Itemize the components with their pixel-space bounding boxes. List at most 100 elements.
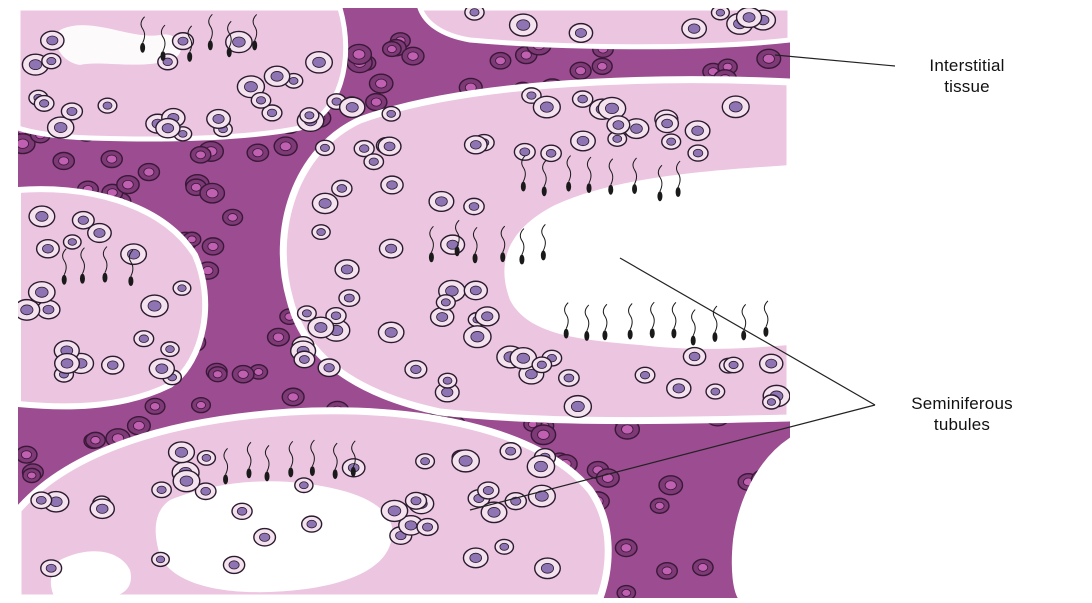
cell-icon <box>192 398 211 413</box>
cell-icon <box>402 47 424 65</box>
cell-icon <box>378 322 403 342</box>
cell-icon <box>134 331 154 347</box>
cell-icon <box>340 97 365 117</box>
cell-icon <box>514 144 535 161</box>
interstitial-tissue-label: Interstitial tissue <box>892 55 1042 97</box>
cell-icon <box>308 317 334 338</box>
cell-icon <box>436 295 455 310</box>
cell-icon <box>757 49 781 68</box>
cell-icon <box>223 209 243 225</box>
cell-icon <box>559 370 579 386</box>
cell-icon <box>369 74 392 93</box>
cell-icon <box>607 116 630 134</box>
cell-icon <box>268 328 290 345</box>
cell-icon <box>535 558 561 578</box>
cell-icon <box>14 300 40 321</box>
cell-icon <box>41 560 62 577</box>
cell-icon <box>662 134 681 149</box>
cell-icon <box>573 91 593 107</box>
cell-icon <box>615 539 637 556</box>
cell-icon <box>441 235 465 254</box>
cell-icon <box>656 114 679 132</box>
cell-icon <box>31 492 52 508</box>
cell-icon <box>41 31 64 50</box>
cell-icon <box>382 107 400 121</box>
cell-icon <box>406 492 427 509</box>
cell-icon <box>332 180 352 196</box>
cell-icon <box>475 307 499 326</box>
cell-icon <box>381 500 407 521</box>
cell-icon <box>617 586 635 598</box>
cell-icon <box>667 379 691 398</box>
cell-icon <box>138 164 159 181</box>
cell-icon <box>417 519 438 536</box>
cell-icon <box>247 144 268 161</box>
cell-icon <box>533 96 560 117</box>
cell-icon <box>478 482 499 499</box>
cell-icon <box>405 361 427 378</box>
cell-icon <box>300 108 319 123</box>
cell-icon <box>381 176 403 194</box>
cell-icon <box>688 145 708 161</box>
cell-icon <box>438 373 456 388</box>
cell-icon <box>149 359 174 379</box>
cell-icon <box>490 53 511 69</box>
cell-icon <box>102 356 124 374</box>
seminiferous-label-line2: tubules <box>872 414 1052 435</box>
cell-icon <box>463 548 488 568</box>
cell-icon <box>495 539 513 554</box>
cell-icon <box>505 493 526 510</box>
cell-icon <box>571 131 596 151</box>
cell-icon <box>500 443 521 460</box>
cell-icon <box>145 398 165 414</box>
cell-icon <box>53 152 74 169</box>
cell-icon <box>683 348 705 366</box>
cell-icon <box>339 290 360 307</box>
cell-icon <box>223 556 244 573</box>
cell-icon <box>90 499 114 518</box>
cell-icon <box>531 425 555 444</box>
cell-icon <box>481 502 507 522</box>
cell-icon <box>429 192 454 212</box>
cell-icon <box>251 93 270 109</box>
cell-icon <box>682 19 706 39</box>
interstitial-label-line2: tissue <box>892 76 1042 97</box>
cell-icon <box>335 260 359 279</box>
cell-icon <box>208 367 227 382</box>
cell-icon <box>711 6 729 20</box>
cell-icon <box>416 454 435 469</box>
cell-icon <box>173 281 191 295</box>
cell-icon <box>383 42 401 57</box>
leader-line-interstitial <box>775 55 895 66</box>
cell-icon <box>274 137 297 155</box>
cell-icon <box>141 295 168 317</box>
seminiferous-label-line1: Seminiferous <box>872 393 1052 414</box>
cell-icon <box>207 110 231 129</box>
cell-icon <box>706 384 725 399</box>
cell-icon <box>64 235 82 249</box>
cell-icon <box>173 470 200 491</box>
cell-icon <box>532 357 551 373</box>
cell-icon <box>685 121 710 141</box>
cell-icon <box>264 66 289 86</box>
cell-icon <box>693 559 713 575</box>
cell-icon <box>197 451 215 465</box>
cell-icon <box>527 456 554 478</box>
cell-icon <box>569 24 592 43</box>
cell-icon <box>318 359 340 376</box>
cell-icon <box>737 7 762 27</box>
cell-icon <box>117 176 139 194</box>
cell-icon <box>16 446 37 463</box>
cell-icon <box>34 96 54 112</box>
cell-icon <box>379 239 402 258</box>
cell-icon <box>161 342 179 357</box>
cell-icon <box>722 96 749 117</box>
cell-icon <box>29 206 55 227</box>
cell-icon <box>724 357 743 372</box>
cell-icon <box>23 468 41 482</box>
cell-icon <box>173 33 194 50</box>
cell-icon <box>254 529 276 546</box>
cell-icon <box>541 145 561 161</box>
seminiferous-tubules-label: Seminiferous tubules <box>872 393 1052 435</box>
